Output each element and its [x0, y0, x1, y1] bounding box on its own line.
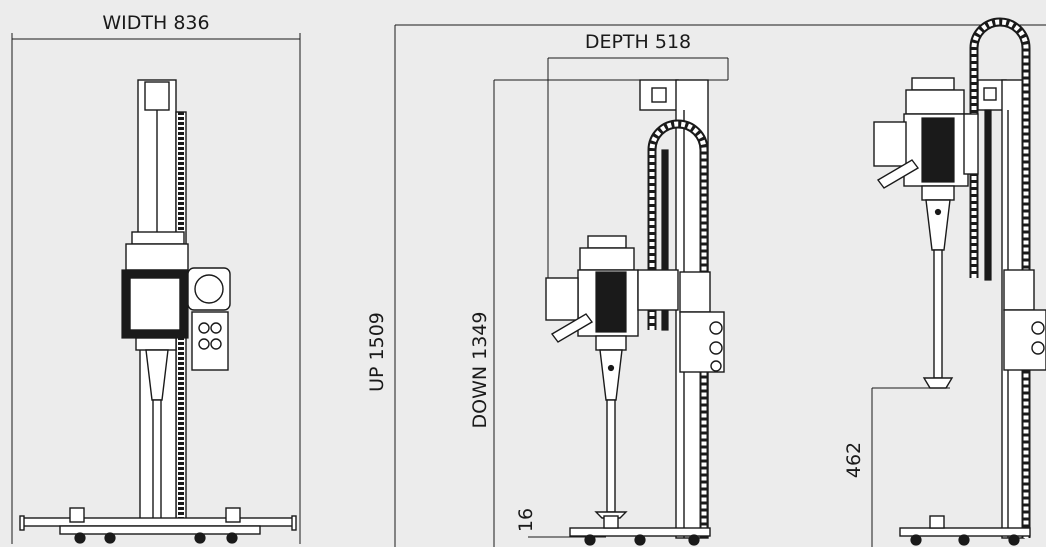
- front-shaft: [145, 349, 169, 521]
- side-column-up: [969, 17, 1031, 539]
- side-motor-up: [873, 77, 979, 189]
- side-motor-down: [545, 235, 679, 343]
- depth-dimension: DEPTH 518: [547, 31, 729, 290]
- up-label: UP 1509: [366, 312, 388, 392]
- side-base-down: [569, 515, 711, 546]
- down-label: DOWN 1349: [469, 312, 491, 429]
- up-dimension: UP 1509: [366, 24, 1046, 547]
- clearance-high-label: 462: [843, 442, 865, 478]
- clearance-low-label: 16: [515, 508, 537, 532]
- front-view: WIDTH 836: [11, 12, 301, 544]
- clearance-high-dimension: 462: [843, 387, 950, 547]
- side-shaft-up: [921, 185, 955, 389]
- side-control-box-down: [679, 271, 725, 373]
- side-control-box-up: [1003, 269, 1046, 371]
- side-view-down: DEPTH 518 DOWN 1349 16: [469, 31, 729, 547]
- side-shaft-down: [594, 335, 628, 519]
- front-motor: [121, 231, 189, 351]
- depth-label: DEPTH 518: [585, 31, 691, 53]
- width-dimension: WIDTH 836: [11, 12, 301, 544]
- side-base-up: [899, 515, 1031, 546]
- front-control-box: [187, 267, 231, 371]
- side-view-up: 462: [843, 17, 1046, 547]
- front-base: [19, 507, 297, 544]
- width-label: WIDTH 836: [102, 12, 209, 34]
